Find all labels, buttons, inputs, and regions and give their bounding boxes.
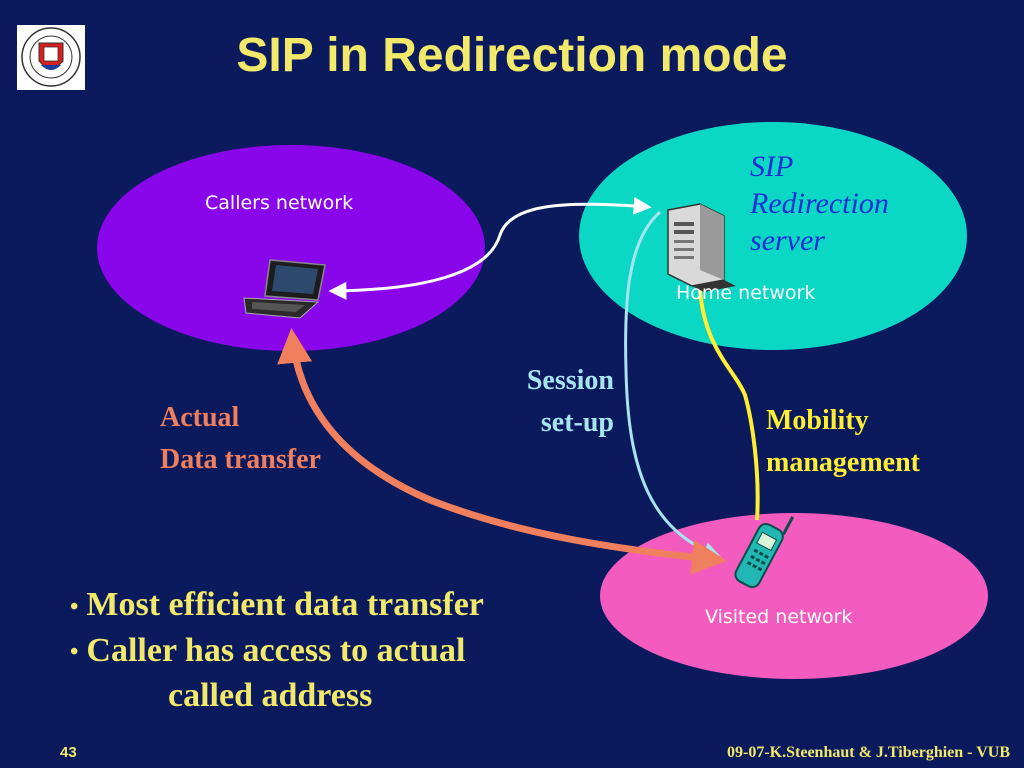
session-label-line1: Session <box>526 365 614 396</box>
sip-redirection-server-label: SIP Redirection server <box>750 148 889 259</box>
page-number: 43 <box>60 744 77 761</box>
mobile-phone-icon <box>734 516 795 589</box>
actual-data-transfer-label: Actual Data transfer <box>160 397 321 481</box>
session-setup-arrow-callers <box>328 196 652 300</box>
server-tower-icon <box>667 203 736 292</box>
bullet-item: •Most efficient data transfer <box>70 586 484 623</box>
visited-network-ellipse <box>600 513 988 679</box>
slide-title: SIP in Redirection mode <box>236 29 788 82</box>
bullet-item: •Caller has access to actual <box>70 631 466 669</box>
home-network-label: Home network <box>676 282 816 304</box>
bullet-dot-icon: • <box>70 639 79 666</box>
server-label-line2: Redirection <box>750 187 889 220</box>
bullet-item-continuation: called address <box>168 677 373 715</box>
actual-label-line2: Data transfer <box>160 444 321 475</box>
mobility-label-line2: management <box>766 447 920 478</box>
laptop-icon <box>243 259 326 319</box>
bullet-dot-icon: • <box>70 593 79 620</box>
mobility-label-line1: Mobility <box>766 405 869 436</box>
university-logo-icon <box>17 25 85 90</box>
mobility-management-label: Mobility management <box>766 400 920 484</box>
home-network-ellipse <box>579 122 967 350</box>
bullet-list: •Most efficient data transfer •Caller ha… <box>70 583 484 717</box>
session-label-line2: set-up <box>540 407 614 438</box>
data-transfer-arrow <box>277 328 727 575</box>
visited-network-label: Visited network <box>705 606 853 628</box>
footer-credit: 09-07-K.Steenhaut & J.Tiberghien - VUB <box>727 744 1010 761</box>
callers-network-ellipse <box>97 145 485 351</box>
actual-label-line1: Actual <box>160 402 240 433</box>
session-setup-label: Session set-up <box>500 360 614 444</box>
server-label-line1: SIP <box>750 150 794 183</box>
server-label-line3: server <box>750 224 825 257</box>
callers-network-label: Callers network <box>205 192 354 214</box>
